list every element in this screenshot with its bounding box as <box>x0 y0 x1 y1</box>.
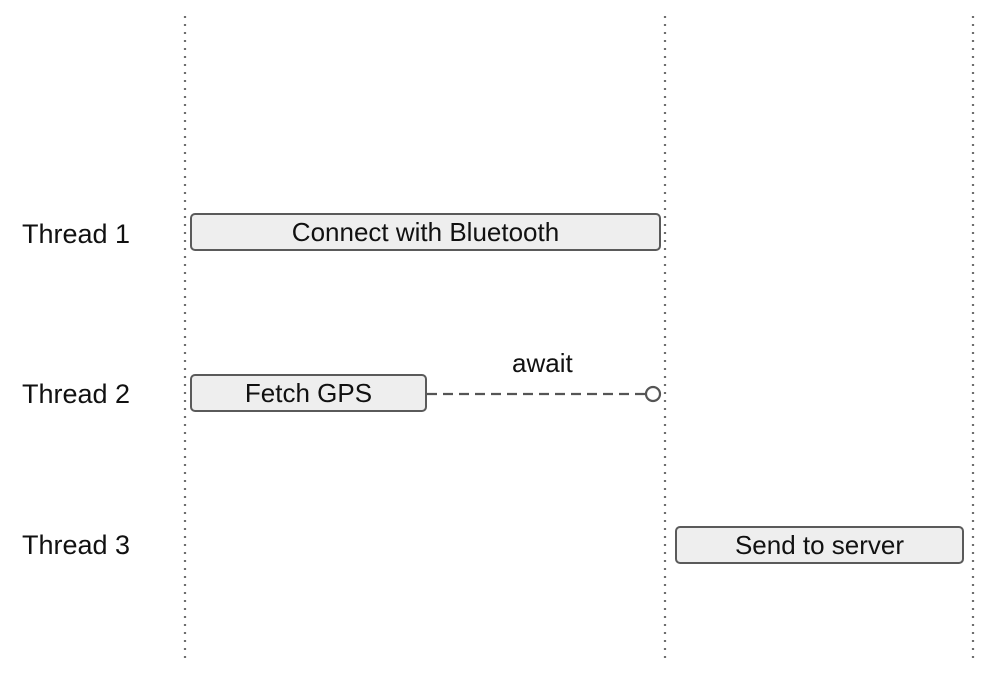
connect-bluetooth-task: Connect with Bluetooth <box>190 213 661 251</box>
thread-2-label: Thread 2 <box>22 379 131 409</box>
thread-1-label: Thread 1 <box>22 219 131 249</box>
thread-3-label: Thread 3 <box>22 530 131 560</box>
send-to-server-task: Send to server <box>675 526 964 564</box>
await-label: await <box>512 348 573 378</box>
await-endpoint <box>644 385 662 403</box>
fetch-gps-task: Fetch GPS <box>190 374 427 412</box>
